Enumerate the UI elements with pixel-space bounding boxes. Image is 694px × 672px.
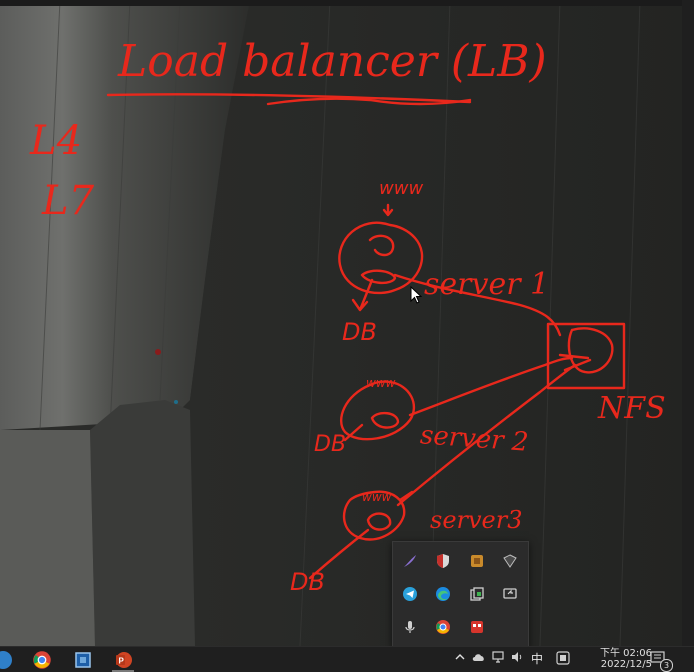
- tray-overflow-popup: [392, 541, 529, 648]
- start-icon[interactable]: [0, 649, 14, 671]
- notification-icon[interactable]: [650, 650, 666, 670]
- feather-icon[interactable]: [399, 550, 421, 572]
- virtualbox-icon[interactable]: [72, 649, 94, 671]
- taskbar: P 中 下午 02:06 2022/12/5 3: [0, 646, 694, 672]
- telegram-icon[interactable]: [399, 583, 421, 605]
- edge-icon[interactable]: [432, 583, 454, 605]
- clock-date[interactable]: 2022/12/5: [600, 659, 652, 670]
- volume-icon[interactable]: [511, 651, 525, 667]
- whiteboard-ink: [106, 93, 626, 580]
- microphone-icon[interactable]: [399, 616, 421, 638]
- chrome-icon[interactable]: [432, 616, 454, 638]
- ime-indicator[interactable]: 中: [531, 652, 544, 666]
- cloud-icon[interactable]: [472, 651, 486, 667]
- chrome-taskbar-icon[interactable]: [31, 649, 53, 671]
- app-red-icon[interactable]: [466, 616, 488, 638]
- powerpoint-icon[interactable]: P: [113, 649, 135, 671]
- copy-icon[interactable]: [466, 583, 488, 605]
- input-method-icon[interactable]: [556, 651, 570, 669]
- mouse-cursor: [410, 285, 423, 308]
- shield-icon[interactable]: [432, 550, 454, 572]
- network-icon[interactable]: [492, 651, 506, 667]
- notification-count-badge: 3: [660, 659, 673, 672]
- chevron-up-icon[interactable]: [454, 651, 466, 667]
- svg-text:P: P: [119, 657, 125, 666]
- screen-share-icon[interactable]: [499, 583, 521, 605]
- vpn-shield-icon[interactable]: [499, 550, 521, 572]
- clock-time[interactable]: 下午 02:06: [600, 648, 652, 659]
- package-icon[interactable]: [466, 550, 488, 572]
